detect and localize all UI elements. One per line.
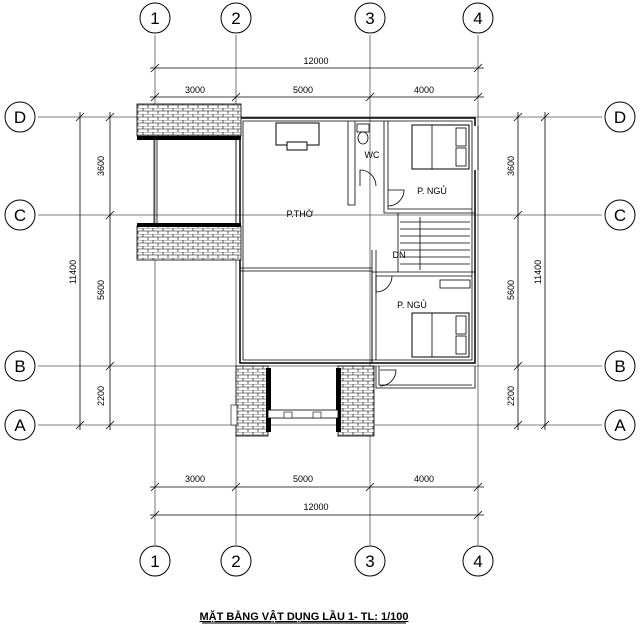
brick-wall-mid [136, 225, 242, 261]
dim-right-seg-2: 5600 [506, 280, 516, 300]
dim-left-seg-2: 5600 [96, 280, 106, 300]
front-pillar-left [266, 368, 271, 432]
row-label-C-left: C [14, 206, 26, 225]
room-label-worship: P.THỜ [286, 209, 313, 219]
toilet-bowl [357, 131, 369, 145]
front-pillar-right [336, 368, 341, 432]
fixtures [275, 122, 471, 358]
room-label-bedroom-bottom: P. NGỦ [397, 299, 427, 310]
balcony-rail-bottom [137, 223, 241, 227]
dimensions-bottom: 3000 5000 4000 12000 [150, 474, 484, 520]
altar-stand [286, 141, 308, 151]
brick-column-right [337, 365, 375, 437]
front-balcony [230, 365, 476, 437]
bed-bottom-pillow-2 [455, 335, 467, 355]
dimensions-left: 11400 3600 5600 2200 [68, 112, 115, 430]
row-label-D-right: D [614, 108, 626, 127]
dim-left-seg-3: 2200 [96, 386, 106, 406]
row-bubbles-left: D C B A [4, 101, 36, 441]
bed-bottom-pillow-1 [455, 315, 467, 335]
dim-right-total: 11400 [533, 260, 543, 284]
column-bubbles-top: 1 2 3 4 [139, 2, 494, 34]
bed-top-pillow-2 [455, 147, 467, 167]
row-label-C-right: C [614, 206, 626, 225]
dim-top-total: 12000 [303, 56, 328, 66]
dim-bottom-seg-2: 5000 [293, 474, 313, 484]
column-label-2-top: 2 [231, 9, 240, 28]
row-label-D-left: D [14, 108, 26, 127]
balcony-rail-top [137, 136, 241, 140]
grid-axes [38, 35, 602, 545]
dim-top-seg-3: 4000 [414, 85, 434, 95]
column-label-4-bottom: 4 [473, 552, 482, 571]
room-label-bedroom-top: P. NGỦ [417, 185, 447, 196]
room-labels: WC P. NGỦ P.THỜ DN P. NGỦ [286, 150, 446, 310]
brick-wall-top [136, 103, 242, 137]
column-bubbles-bottom: 1 2 3 4 [139, 545, 494, 577]
row-bubbles-right: D C B A [604, 101, 636, 441]
dim-bottom-seg-3: 4000 [414, 474, 434, 484]
row-label-B-left: B [14, 357, 25, 376]
row-label-A-left: A [14, 416, 26, 435]
wardrobe [439, 279, 471, 289]
dim-top-seg-1: 3000 [185, 85, 205, 95]
building-walls [136, 103, 479, 364]
room-label-stair: DN [393, 250, 406, 260]
column-label-3-bottom: 3 [365, 552, 374, 571]
dimensions-right: 3600 5600 2200 11400 [506, 112, 550, 430]
dim-bottom-seg-1: 3000 [185, 474, 205, 484]
dim-right-seg-1: 3600 [506, 156, 516, 176]
stair-treads [400, 217, 470, 270]
brick-column-left [235, 365, 269, 437]
row-label-A-right: A [614, 416, 626, 435]
dimensions-top: 12000 3000 5000 4000 [150, 56, 484, 102]
dim-top-seg-2: 5000 [293, 85, 313, 95]
toilet-tank [356, 123, 370, 133]
dim-left-total: 11400 [68, 260, 78, 284]
column-label-2-bottom: 2 [231, 552, 240, 571]
drawing-title: MẶT BẰNG VẬT DỤNG LẦU 1- TL: 1/100 [199, 610, 408, 623]
column-label-4-top: 4 [473, 9, 482, 28]
dim-right-seg-3: 2200 [506, 386, 516, 406]
room-label-wc: WC [365, 150, 380, 160]
column-label-1-bottom: 1 [150, 552, 159, 571]
column-label-1-top: 1 [150, 9, 159, 28]
dim-bottom-total: 12000 [303, 502, 328, 512]
bed-top-pillow-1 [455, 127, 467, 147]
row-label-B-right: B [614, 357, 625, 376]
dim-left-seg-1: 3600 [96, 156, 106, 176]
column-label-3-top: 3 [365, 9, 374, 28]
front-railing [267, 409, 339, 419]
